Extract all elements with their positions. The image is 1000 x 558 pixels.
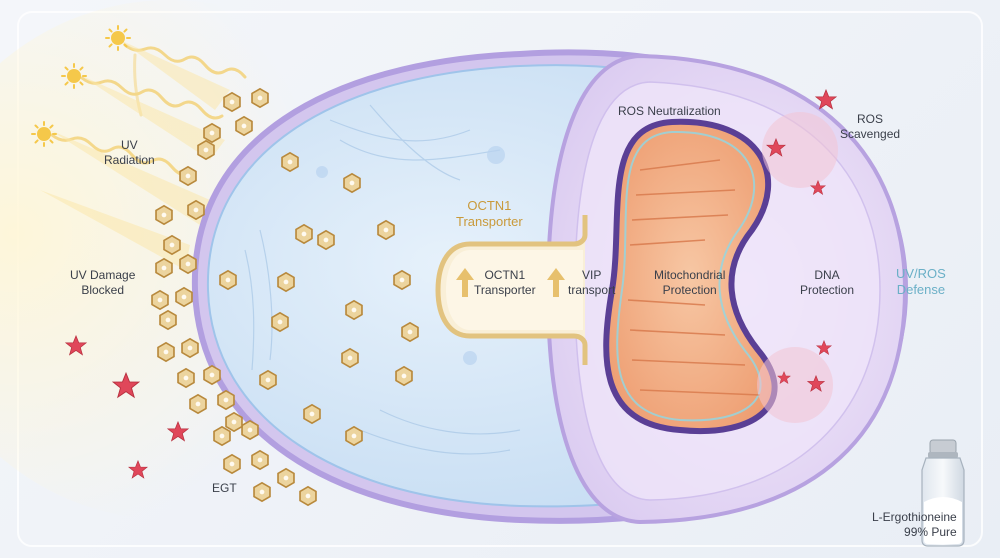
hexagon-egt-icon xyxy=(203,123,221,143)
hexagon-egt-icon xyxy=(281,152,299,172)
hexagon-egt-icon xyxy=(163,235,181,255)
hexagon-egt-icon xyxy=(277,468,295,488)
hexagon-egt-icon xyxy=(197,140,215,160)
ros-neutralization-label: ROS Neutralization xyxy=(618,104,721,118)
hexagon-egt-icon xyxy=(251,88,269,108)
hexagon-egt-icon xyxy=(189,394,207,414)
hexagon-egt-icon xyxy=(395,366,413,386)
hexagon-egt-icon xyxy=(203,365,221,385)
hexagon-egt-icon xyxy=(343,173,361,193)
hexagon-egt-icon xyxy=(177,368,195,388)
hexagon-egt-icon xyxy=(277,272,295,292)
hexagon-egt-icon xyxy=(181,338,199,358)
vial-icon xyxy=(921,439,965,547)
hexagon-egt-icon xyxy=(317,230,335,250)
uv-radiation-label: UV Radiation xyxy=(104,138,155,167)
hexagon-egt-icon xyxy=(303,404,321,424)
hexagon-egt-icon xyxy=(377,220,395,240)
uv-damage-blocked-label: UV Damage Blocked xyxy=(70,268,136,297)
hexagon-egt-icon xyxy=(401,322,419,342)
hexagon-egt-icon xyxy=(155,258,173,278)
sun-icon xyxy=(31,121,57,147)
vip-transport-label: VIP transport xyxy=(568,268,616,297)
hexagon-egt-icon xyxy=(345,426,363,446)
sun-icon xyxy=(61,63,87,89)
uv-rays xyxy=(50,43,247,177)
hexagon-egt-icon xyxy=(157,342,175,362)
hexagon-egt-icon xyxy=(175,287,193,307)
cytoskeleton xyxy=(244,104,521,455)
hexagon-egt-icon xyxy=(217,390,235,410)
uv-beams xyxy=(40,40,230,270)
hexagon-egt-icon xyxy=(241,420,259,440)
hexagon-egt-icon xyxy=(159,310,177,330)
hexagon-egt-icon xyxy=(187,200,205,220)
ros-zone xyxy=(762,112,838,188)
ros-zone xyxy=(757,347,833,423)
dna-protection-label: DNA Protection xyxy=(800,268,855,297)
hexagon-egt-icon xyxy=(271,312,289,332)
uv-ros-defense-label: UV/ROS Defense xyxy=(896,266,946,297)
hexagon-egt-icon xyxy=(213,426,231,446)
hexagon-egt-icon xyxy=(299,486,317,506)
hexagon-egt-icon xyxy=(219,270,237,290)
hexagon-egt-icon xyxy=(223,454,241,474)
hexagon-egt-icon xyxy=(259,370,277,390)
octn1-transporter-title: OCTN1 Transporter xyxy=(456,198,523,229)
mitochondrial-protection-label: Mitochondrial Protection xyxy=(654,268,726,297)
hexagon-egt-icon xyxy=(179,166,197,186)
vesicles xyxy=(316,146,505,365)
ros-scavenged-label: ROS Scavenged xyxy=(840,112,901,141)
cristae xyxy=(627,159,761,396)
hexagon-egt-icon xyxy=(223,92,241,112)
mitochondrion xyxy=(603,118,778,434)
hexagon-egt-icon xyxy=(235,116,253,136)
hexagon-egt-icon xyxy=(179,254,197,274)
arrow-up-icon xyxy=(456,268,474,297)
sun-icon xyxy=(105,25,131,51)
arrow-up-icon xyxy=(547,268,565,297)
hexagon-egt-icon xyxy=(341,348,359,368)
hexagon-egt-icon xyxy=(155,205,173,225)
hexagon-egt-icon xyxy=(251,450,269,470)
product-label: L-Ergothioneine 99% Pure xyxy=(872,510,957,539)
hexagon-egt-icon xyxy=(225,412,243,432)
hexagon-egt-icon xyxy=(253,482,271,502)
hexagon-egt-icon xyxy=(151,290,169,310)
egt-label: EGT xyxy=(212,481,237,495)
hexagon-egt-icon xyxy=(345,300,363,320)
hexagon-egt-icon xyxy=(393,270,411,290)
octn1-transporter-label: OCTN1 Transporter xyxy=(474,268,536,297)
hexagon-egt-icon xyxy=(295,224,313,244)
